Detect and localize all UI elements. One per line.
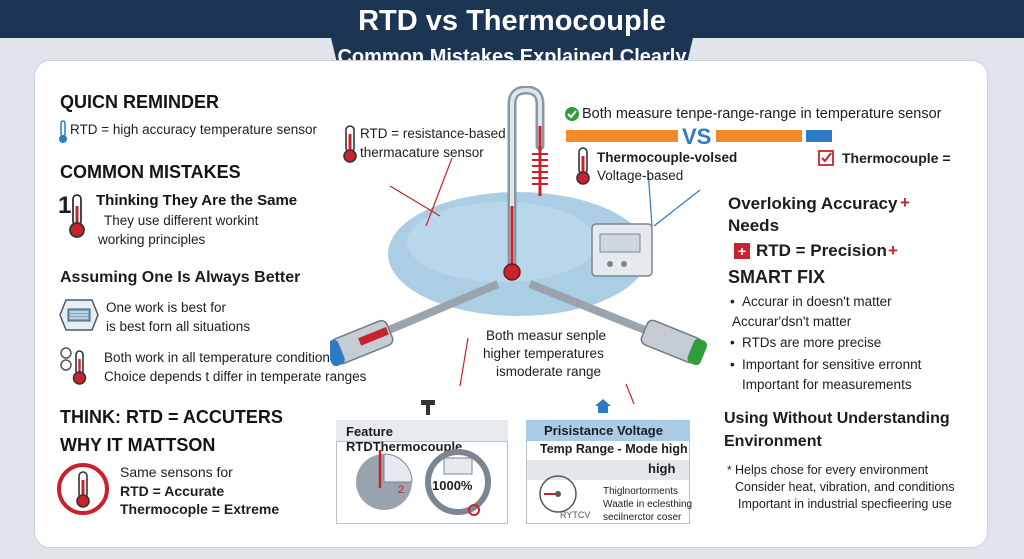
bullet-star: * (727, 463, 732, 477)
table2-note2: Waatle in eclesthing (603, 499, 693, 510)
env-line1: Helps chose for every environment (735, 463, 929, 477)
smart-fix-heading: SMART FIX (728, 267, 825, 287)
sensor-illustration (330, 86, 708, 405)
feature-table-value: 1000% (432, 478, 473, 493)
bullet1b: Accurar'dsn't matter (732, 314, 852, 329)
feature-table-mark: 2 (398, 484, 405, 496)
mistake1-line1: They use different workint (104, 213, 259, 228)
bullet1: Accurar in doesn't matter (742, 294, 892, 309)
quick-reminder-heading: QUICN REMINDER (60, 92, 220, 112)
check-icon (565, 107, 579, 121)
bullet-dot: • (730, 357, 735, 372)
page-title: RTD vs Thermocouple (358, 5, 666, 37)
env-line3: Important in industrial specfieering use (738, 497, 953, 511)
why-line3: Thermocople = Extreme (120, 501, 280, 517)
overlook-heading-line1: Overloking Accuracy (728, 194, 898, 213)
env-heading-line1: Using Without Understanding (724, 410, 950, 427)
mistake2-line2: is best forn all situations (106, 319, 251, 334)
tools-icon (421, 400, 435, 415)
gauge-label: RYTCV (560, 510, 591, 520)
common-mistakes-heading: COMMON MISTAKES (60, 162, 241, 182)
thermometer-badge-icon (57, 463, 109, 515)
plus-box-icon: + (734, 243, 750, 259)
table2-note1: Thiglnortorments (603, 486, 679, 497)
quick-reminder-text: RTD = high accuracy temperature sensor (70, 122, 317, 137)
thermocouple-range-bar-blue (806, 130, 832, 142)
bullet-dot: • (730, 294, 735, 309)
mistake1-line2: working principles (98, 232, 206, 247)
small-thermometer-icon (59, 120, 67, 143)
thermocouple-eq: Thermocouple = (842, 150, 951, 166)
gauge-icon (539, 475, 577, 513)
why-line2: RTD = Accurate (120, 483, 225, 499)
feature-table-header: Feature RTDThermocouple (336, 420, 508, 454)
bullet3b: Important for measurements (742, 377, 912, 392)
thermometer-icon (69, 194, 85, 238)
plus-mark-1: + (900, 193, 910, 212)
thermocouple-range-bar-orange (716, 130, 802, 142)
home-icon (595, 399, 611, 413)
rtd-range-bar (566, 130, 678, 142)
thermocouple-thermometer-icon (576, 147, 590, 185)
table2-shaded-row (527, 460, 689, 480)
bullet3: Important for sensitive erronnt (742, 357, 922, 372)
plus-mark-2: + (888, 241, 898, 260)
temp-range-high: high (648, 461, 676, 476)
rtd-label-line2: thermacature sensor (360, 145, 484, 160)
rtd-thermometer-icon (343, 125, 357, 163)
both-measure-line2: higher temperatures (483, 346, 604, 361)
comparison-gauges (356, 449, 491, 516)
rtd-precision: RTD = Precision (756, 241, 887, 260)
mistake2-line1: One work is best for (106, 300, 227, 315)
both-measure-line1: Both measur senple (486, 328, 607, 343)
both-measure-top: Both measure tenpe-range-range in temper… (582, 106, 942, 122)
table2-note3: secilnerctor coser (603, 512, 682, 523)
mistake3-line2: Choice depends t differ in temperate ran… (104, 369, 367, 384)
dual-thermometer-icon (60, 347, 87, 385)
temp-range-row: Temp Range - Mode high (540, 442, 688, 456)
env-line2: Consider heat, vibration, and conditions (735, 480, 955, 494)
mistake2-title: Assuming One Is Always Better (60, 269, 301, 286)
rtd-label-line1: RTD = resistance-based (360, 126, 506, 141)
sensor-chip-icon (59, 299, 99, 331)
thermocouple-line2: Voltage-based (597, 168, 684, 183)
mistake-number: 1 (58, 192, 72, 219)
checkbox-icon (818, 150, 834, 166)
resistance-voltage-header: Prisistance Voltage (526, 420, 690, 441)
bullet-dot: • (730, 335, 735, 350)
thermocouple-line1: Thermocouple-volsed (597, 150, 738, 165)
why-heading: WHY IT MATTSON (60, 435, 216, 455)
think-heading: THINK: RTD = ACCUTERS (60, 407, 283, 427)
overlook-heading-line2: Needs (728, 216, 780, 235)
mistake3-line1: Both work in all temperature conditions (104, 350, 337, 365)
vs-label: VS (682, 124, 712, 149)
why-line1: Same sensons for (120, 464, 233, 480)
env-heading-line2: Environment (724, 433, 822, 450)
bullet2: RTDs are more precise (742, 335, 882, 350)
mistake1-title: Thinking They Are the Same (96, 192, 298, 209)
both-measure-line3: ismoderate range (496, 364, 602, 379)
